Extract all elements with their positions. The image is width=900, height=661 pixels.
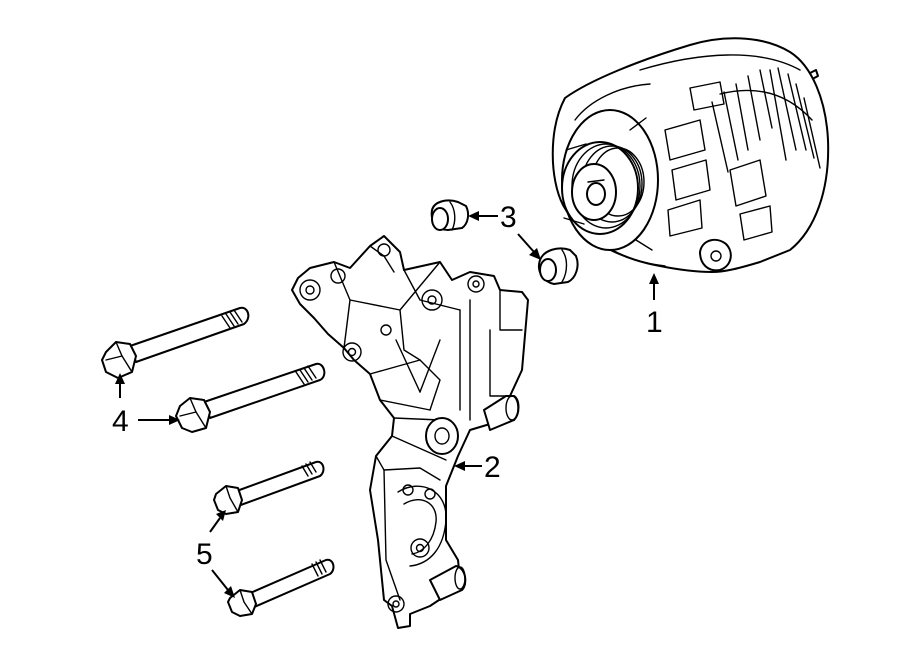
bushing-upper <box>430 199 470 231</box>
alternator <box>551 37 830 273</box>
bolt-short-lower <box>227 558 335 617</box>
callout-5-label: 5 <box>196 538 213 571</box>
bolt-short-upper <box>213 460 325 515</box>
bolt-long-upper <box>101 306 250 379</box>
callout-3-label: 3 <box>500 201 517 234</box>
bushing-lower <box>538 247 579 285</box>
callout-3: 3 <box>468 201 541 260</box>
callout-5: 5 <box>196 510 235 598</box>
callout-1: 1 <box>646 273 663 339</box>
callout-2: 2 <box>454 451 501 484</box>
callout-4-label: 4 <box>112 405 129 438</box>
alternator-pulley <box>561 141 645 235</box>
bolt-long-lower <box>175 362 326 433</box>
callout-2-label: 2 <box>484 451 501 484</box>
mounting-bracket <box>291 235 529 629</box>
callout-4: 4 <box>112 373 180 438</box>
callout-1-label: 1 <box>646 306 663 339</box>
